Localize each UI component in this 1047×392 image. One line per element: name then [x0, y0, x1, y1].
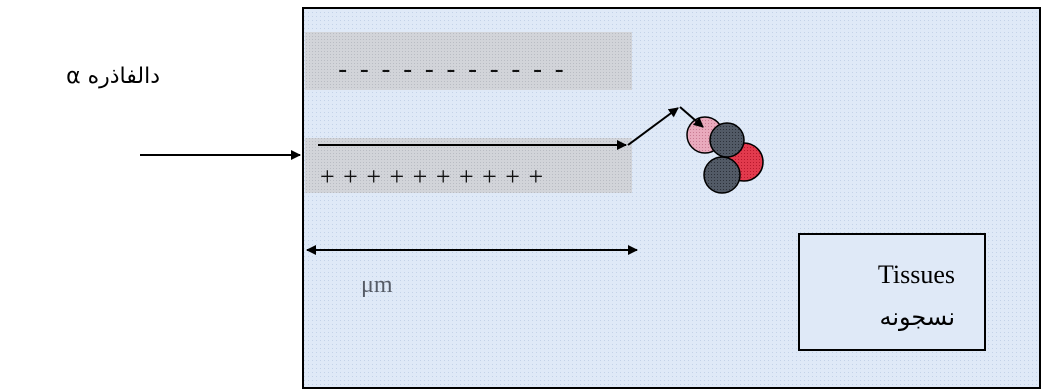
impact-arrow: [679, 106, 704, 128]
dark-particle-bottom: [703, 156, 741, 194]
tissues-label-secondary: نسجونه: [879, 303, 955, 331]
incoming-label: α دالفاذره: [66, 64, 160, 89]
dark-particle-top: [709, 122, 745, 158]
scale-label: μm: [361, 272, 393, 298]
deflected-path: [627, 107, 679, 146]
negative-plate: [305, 32, 632, 90]
plus-signs: + + + + + + + + + +: [320, 162, 544, 191]
tissues-label: Tissues: [878, 260, 955, 289]
tissues-box: [798, 233, 986, 351]
minus-signs: - - - - - - - - - - -: [338, 55, 566, 85]
positive-plate: [305, 138, 632, 193]
